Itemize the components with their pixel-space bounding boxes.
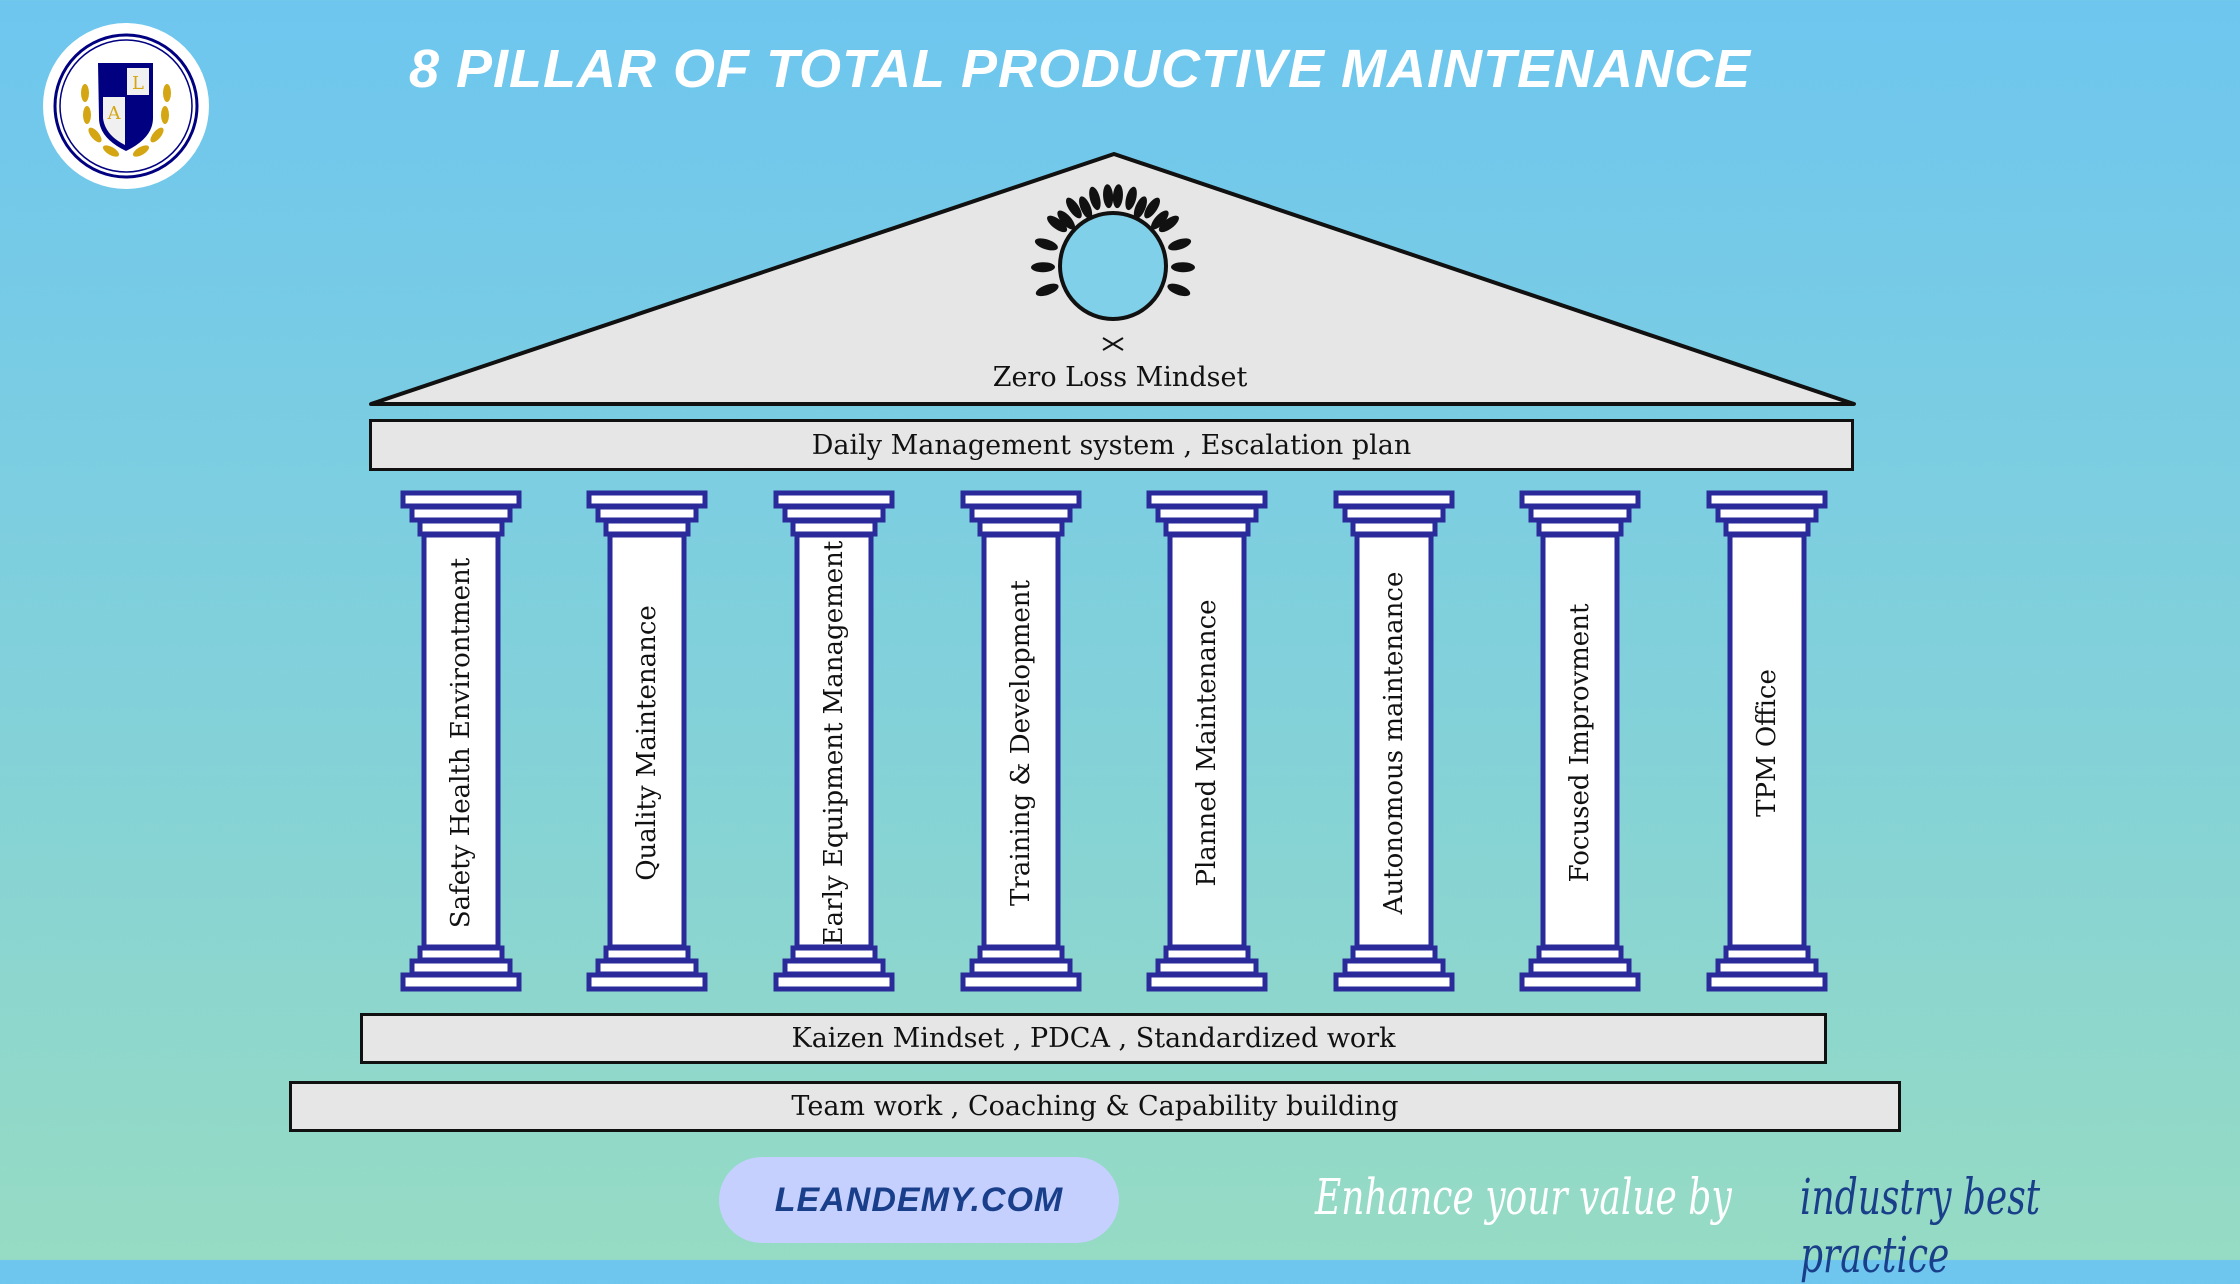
beam-band: Daily Management system , Escalation pla…: [369, 419, 1854, 471]
logo: L A: [43, 23, 209, 189]
tagline-part-2: industry best practice: [1800, 1168, 2041, 1284]
pillar-label: Training & Development: [1006, 580, 1036, 906]
svg-text:A: A: [107, 103, 122, 124]
page-title: 8 PILLAR OF TOTAL PRODUCTIVE MAINTENANCE: [408, 39, 1752, 99]
foundation-band-kaizen: Kaizen Mindset , PDCA , Standardized wor…: [360, 1013, 1827, 1064]
pillar-label: Focused Improvment: [1565, 603, 1595, 883]
pillar-2: Quality Maintenance: [586, 490, 708, 996]
pillar-label: Autonomous maintenance: [1379, 571, 1409, 915]
pillar-6: Autonomous maintenance: [1333, 490, 1455, 996]
roof-label: Zero Loss Mindset: [992, 362, 1248, 393]
pillar-7: Focused Improvment: [1519, 490, 1641, 996]
pillar-1: Safety Health Environtment: [400, 490, 522, 996]
svg-text:L: L: [132, 73, 144, 94]
pillar-label: TPM Office: [1752, 669, 1782, 817]
pillar-5: Planned Maintenance: [1146, 490, 1268, 996]
pillar-3: Early Equipment Management: [773, 490, 895, 996]
pillar-label: Early Equipment Management: [819, 540, 849, 946]
pillar-label: Safety Health Environtment: [446, 557, 476, 929]
pillar-8: TPM Office: [1706, 490, 1828, 996]
laurel-wreath-icon: [1031, 184, 1195, 351]
website-link[interactable]: LEANDEMY.COM: [719, 1157, 1119, 1243]
pillar-label: Quality Maintenance: [632, 605, 662, 881]
pillar-label: Planned Maintenance: [1192, 599, 1222, 887]
tagline-part-1: Enhance your value by: [1315, 1168, 1732, 1226]
pillar-4: Training & Development: [960, 490, 1082, 996]
foundation-band-teamwork: Team work , Coaching & Capability buildi…: [289, 1081, 1901, 1132]
